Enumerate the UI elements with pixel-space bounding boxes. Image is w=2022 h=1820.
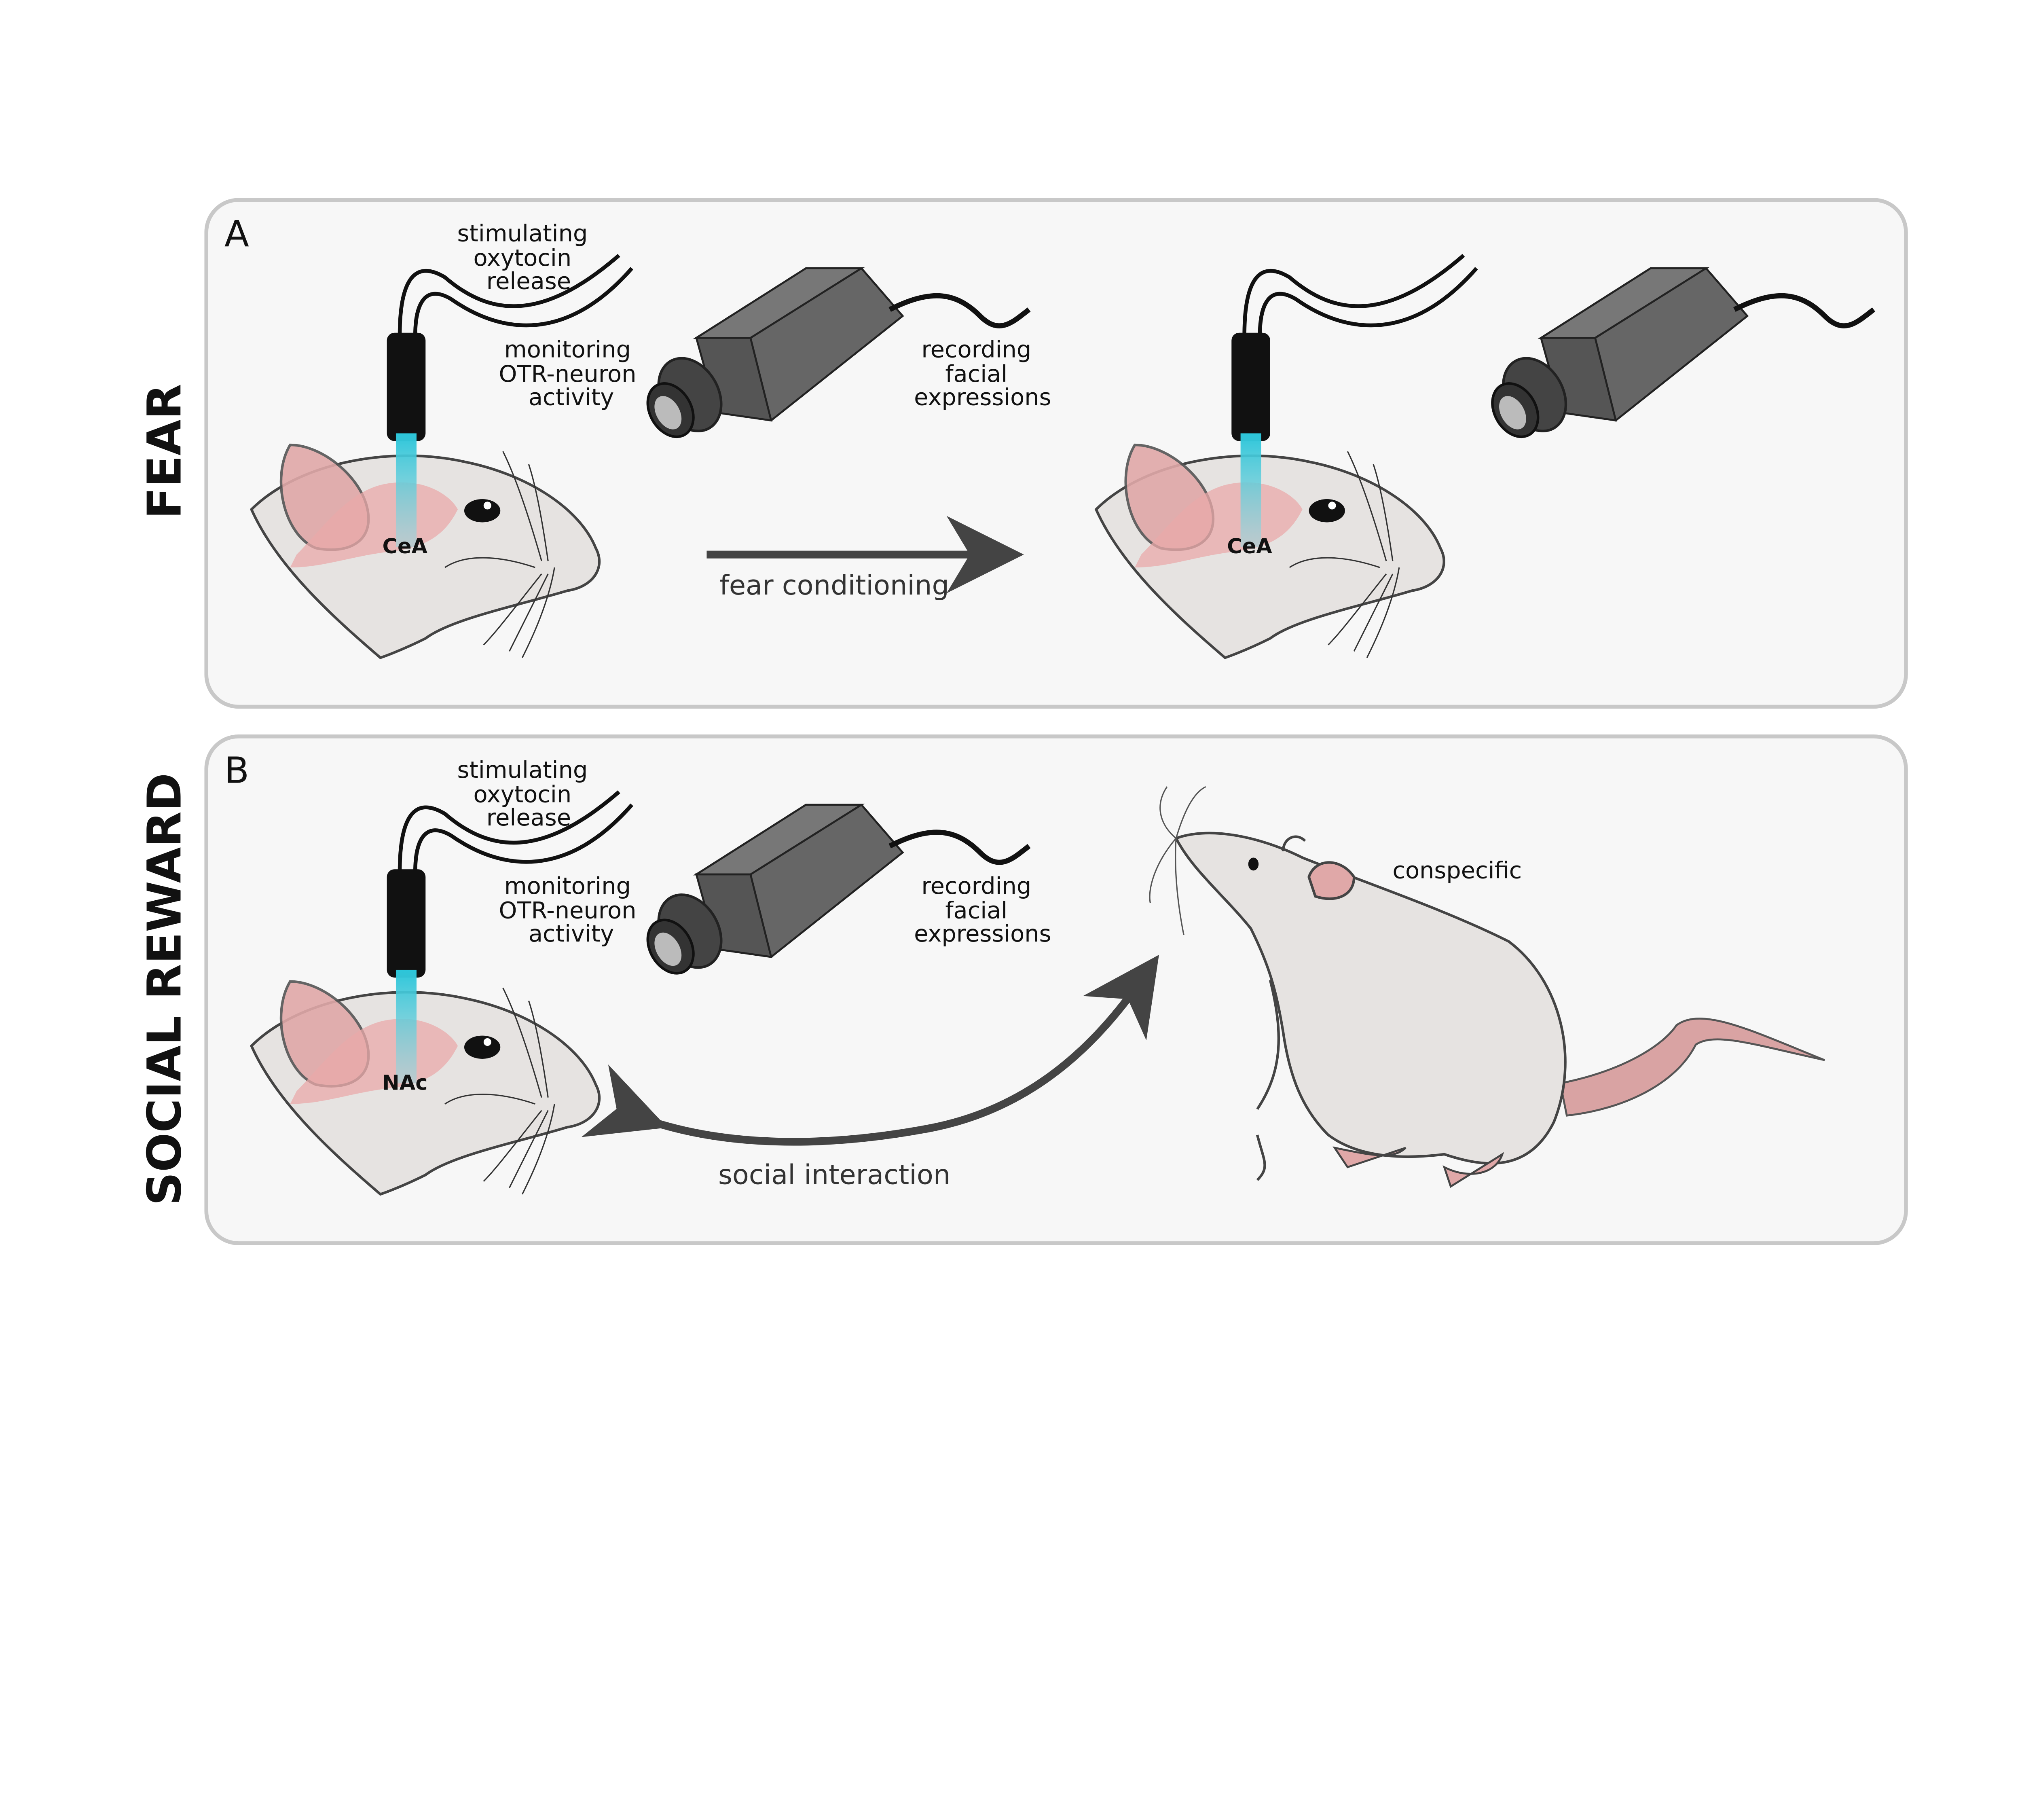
panel-b: B stimulating oxytocin release monitorin… — [204, 734, 1908, 1245]
monitor-label: monitoring OTR-neuron activity — [499, 336, 644, 411]
panel-a: A stimulating oxytocin release monitorin… — [204, 198, 1908, 709]
social-interaction-label: social interaction — [718, 1159, 950, 1190]
fiber-label: stimulating oxytocin release — [457, 220, 595, 294]
fiber-label: stimulating oxytocin release — [457, 756, 595, 831]
region-label-cea-before: CeA — [383, 535, 428, 559]
region-label-nac: NAc — [382, 1071, 427, 1095]
monitor-label: monitoring OTR-neuron activity — [499, 872, 644, 947]
side-label-fear: FEAR — [137, 384, 192, 519]
fear-conditioning-label: fear conditioning — [719, 569, 949, 601]
social-interaction-arrow — [581, 954, 1159, 1146]
camera-label: recording facial expressions — [914, 336, 1051, 411]
panel-b-letter: B — [224, 750, 249, 792]
camera-label: recording facial expressions — [914, 872, 1051, 947]
figure: FEAR SOCIAL REWARD A stimulating oxytoci… — [137, 198, 1908, 1245]
side-label-social-reward: SOCIAL REWARD — [137, 773, 192, 1206]
region-label-cea-after: CeA — [1227, 535, 1272, 559]
conspecific-label: conspecific — [1392, 857, 1522, 884]
panel-a-letter: A — [224, 213, 249, 255]
conspecific-rat — [1149, 786, 1825, 1188]
